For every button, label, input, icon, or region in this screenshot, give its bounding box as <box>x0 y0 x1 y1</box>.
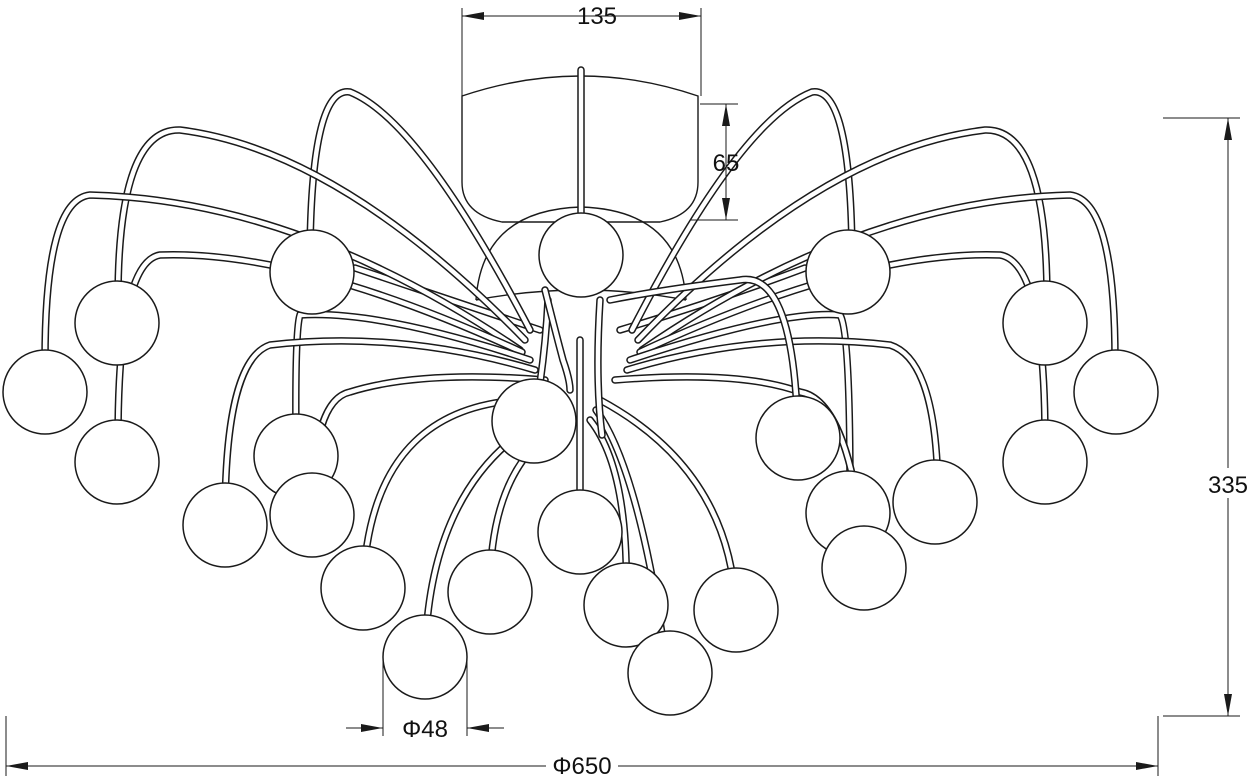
glass-globe <box>1002 280 1088 366</box>
arms-group <box>41 66 1119 679</box>
glass-globe <box>693 567 779 653</box>
arm-tube-inner <box>607 277 801 443</box>
ceiling-canopy <box>461 75 699 223</box>
overall-height-label: 335 <box>1208 472 1248 499</box>
dimension-canopy-height: 65 <box>690 103 740 221</box>
glass-globe <box>805 229 891 315</box>
glass-globe <box>1002 419 1088 505</box>
glass-globe <box>447 549 533 635</box>
glass-globe <box>538 212 624 298</box>
glass-globe <box>320 545 406 631</box>
glass-globe <box>491 378 577 464</box>
glass-globe <box>755 395 841 481</box>
arm-tube-inner <box>307 89 533 333</box>
arm-tube-inner <box>627 312 853 493</box>
arm-tube-inner <box>624 338 941 503</box>
globes-group <box>2 212 1159 716</box>
arm-tube-inner <box>42 192 523 363</box>
arm-tube-inner <box>629 89 855 333</box>
dimension-canopy-width: 135 <box>461 3 702 96</box>
glass-globe <box>583 562 669 648</box>
glass-globe <box>269 472 355 558</box>
arm-tube-inner <box>222 338 538 523</box>
canopy-height-label: 65 <box>713 150 740 177</box>
glass-globe <box>382 614 468 700</box>
globe-diameter-label: Φ48 <box>402 716 448 743</box>
dimension-overall-diameter: Φ650 <box>5 716 1159 776</box>
glass-globe <box>1073 349 1159 435</box>
glass-globe <box>74 419 160 505</box>
glass-globe <box>821 525 907 611</box>
glass-globe <box>2 349 88 435</box>
overall-diameter-label: Φ650 <box>552 753 611 776</box>
arm-tube-inner <box>542 287 573 393</box>
dimension-overall-height: 335 <box>1163 117 1248 717</box>
glass-globe <box>537 489 623 575</box>
arm-tube-inner <box>352 265 543 333</box>
glass-globe <box>269 229 355 315</box>
canopy-width-label: 135 <box>577 3 617 30</box>
glass-globe <box>74 280 160 366</box>
arm-tube-inner <box>595 297 605 438</box>
glass-globe <box>892 459 978 545</box>
dimension-globe-diameter: Φ48 <box>346 660 504 743</box>
glass-globe <box>627 630 713 716</box>
glass-globe <box>182 482 268 568</box>
